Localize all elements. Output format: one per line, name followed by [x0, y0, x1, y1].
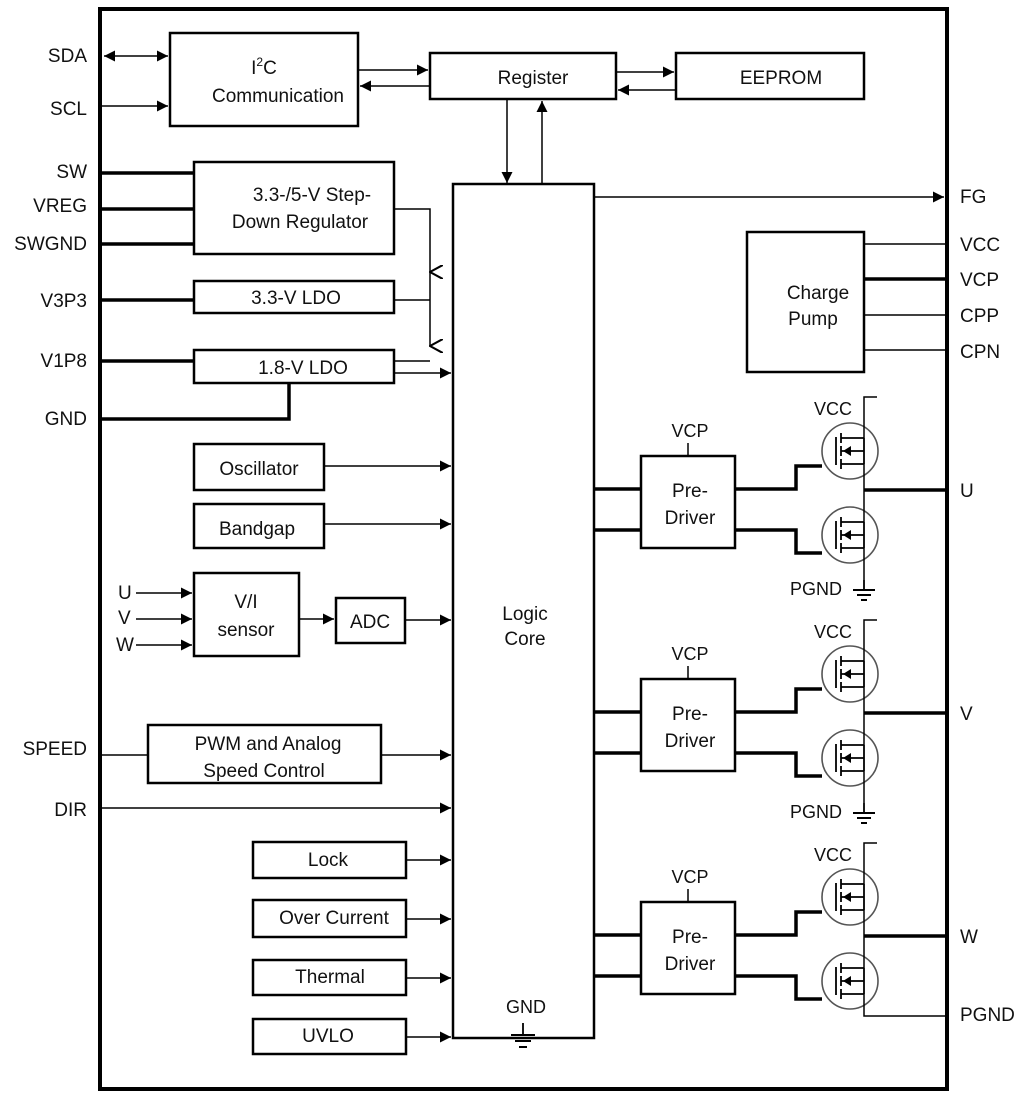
pwm-label-line2: Speed Control — [203, 761, 324, 782]
v-pgnd-icon — [852, 802, 876, 824]
pwm-speed-control-block — [146, 723, 383, 785]
eeprom-block — [674, 51, 866, 101]
bandgap-label: Bandgap — [219, 519, 295, 540]
i2c-block — [168, 31, 360, 128]
u-pgnd-label: PGND — [790, 579, 842, 599]
vi-sensor-label-line2: sensor — [217, 620, 275, 641]
vi-input-u-label: U — [118, 583, 132, 604]
regulator-to-ldo33-line — [394, 208, 430, 272]
phase-v-driver: VCP Pre- Driver VCC PGND — [594, 619, 947, 824]
pin-u: U — [960, 481, 974, 502]
pin-w: W — [960, 927, 978, 948]
pin-dir: DIR — [54, 800, 87, 821]
regulator-label-line1: 3.3-/5-V Step- — [253, 185, 371, 206]
u-vcc-label: VCC — [814, 399, 852, 419]
pin-vcp: VCP — [960, 270, 999, 291]
charge-pump-block — [745, 230, 866, 374]
i2c-label-line1: I2C — [251, 55, 277, 79]
pin-scl: SCL — [50, 99, 87, 120]
charge-pump-label-line2: Pump — [788, 309, 838, 330]
predriver-u-vcp-label: VCP — [671, 421, 708, 441]
lock-block — [251, 840, 408, 880]
predriver-v-label-line2: Driver — [665, 731, 716, 752]
logic-ground-icon — [511, 1023, 535, 1048]
uvlo-label: UVLO — [302, 1026, 354, 1047]
regulator-label-line2: Down Regulator — [232, 212, 369, 233]
vi-input-w-label: W — [116, 635, 134, 656]
pin-gnd: GND — [45, 409, 87, 430]
pin-v: V — [960, 704, 973, 725]
charge-pump-label-line1: Charge — [787, 283, 849, 304]
w-low-side-mosfet-icon — [821, 952, 879, 1010]
lock-label: Lock — [308, 850, 349, 871]
chip-outline — [98, 7, 949, 1091]
predriver-v-vcp-label: VCP — [671, 644, 708, 664]
pin-vcc: VCC — [960, 235, 1000, 256]
phase-u-driver: VCP Pre- Driver VCC PGND — [594, 396, 947, 601]
register-label: Register — [498, 68, 569, 89]
u-low-side-mosfet-icon — [821, 506, 879, 564]
predriver-u-block — [639, 454, 737, 550]
vi-input-v-label: V — [118, 608, 131, 629]
oscillator-block — [192, 442, 326, 492]
ldo-1v8-label: 1.8-V LDO — [258, 358, 348, 379]
predriver-v-label-line1: Pre- — [672, 704, 708, 725]
logic-gnd-label: GND — [506, 997, 546, 1017]
v-high-side-mosfet-icon — [821, 645, 879, 703]
predriver-u-label-line2: Driver — [665, 508, 716, 529]
ldo-1v8-block — [192, 348, 396, 385]
pin-cpn: CPN — [960, 342, 1000, 363]
i2c-label-line2: Communication — [212, 86, 344, 107]
adc-label: ADC — [350, 612, 390, 633]
pin-fg: FG — [960, 187, 986, 208]
pin-sda: SDA — [48, 46, 87, 67]
oscillator-label: Oscillator — [219, 459, 299, 480]
phase-w-driver: VCP Pre- Driver VCC — [594, 842, 947, 1017]
v-pgnd-label: PGND — [790, 802, 842, 822]
vi-sensor-label-line1: V/I — [234, 592, 257, 613]
ldo-3v3-label: 3.3-V LDO — [251, 288, 341, 309]
w-vcc-label: VCC — [814, 845, 852, 865]
predriver-w-label-line2: Driver — [665, 954, 716, 975]
predriver-v-block — [639, 677, 737, 773]
bandgap-block — [192, 502, 326, 550]
thermal-block — [251, 958, 408, 997]
v-vcc-label: VCC — [814, 622, 852, 642]
ldo-3v3-block — [192, 279, 396, 315]
thermal-label: Thermal — [295, 967, 365, 988]
pwm-label-line1: PWM and Analog — [195, 734, 342, 755]
over-current-block — [251, 898, 408, 939]
logic-core-label-line1: Logic — [502, 604, 547, 625]
predriver-w-label-line1: Pre- — [672, 927, 708, 948]
eeprom-label: EEPROM — [740, 68, 822, 89]
over-current-label: Over Current — [279, 908, 390, 929]
predriver-w-vcp-label: VCP — [671, 867, 708, 887]
pin-speed: SPEED — [23, 739, 87, 760]
vi-sensor-block — [192, 571, 301, 658]
logic-core-label-line2: Core — [504, 629, 545, 650]
predriver-u-label-line1: Pre- — [672, 481, 708, 502]
register-block — [428, 51, 618, 101]
gnd-line — [100, 383, 291, 421]
pin-cpp: CPP — [960, 306, 999, 327]
pin-v1p8: V1P8 — [41, 351, 87, 372]
v-low-side-mosfet-icon — [821, 729, 879, 787]
predriver-w-block — [639, 900, 737, 996]
pin-sw: SW — [56, 162, 87, 183]
logic-core-block — [451, 182, 596, 1040]
pin-v3p3: V3P3 — [41, 291, 87, 312]
step-down-regulator-block — [192, 160, 396, 256]
pin-swgnd: SWGND — [14, 234, 87, 255]
w-high-side-mosfet-icon — [821, 868, 879, 926]
w-pgnd-line — [863, 994, 947, 1017]
pin-vreg: VREG — [33, 196, 87, 217]
pin-pgnd: PGND — [960, 1005, 1015, 1026]
u-pgnd-icon — [852, 579, 876, 601]
u-high-side-mosfet-icon — [821, 422, 879, 480]
